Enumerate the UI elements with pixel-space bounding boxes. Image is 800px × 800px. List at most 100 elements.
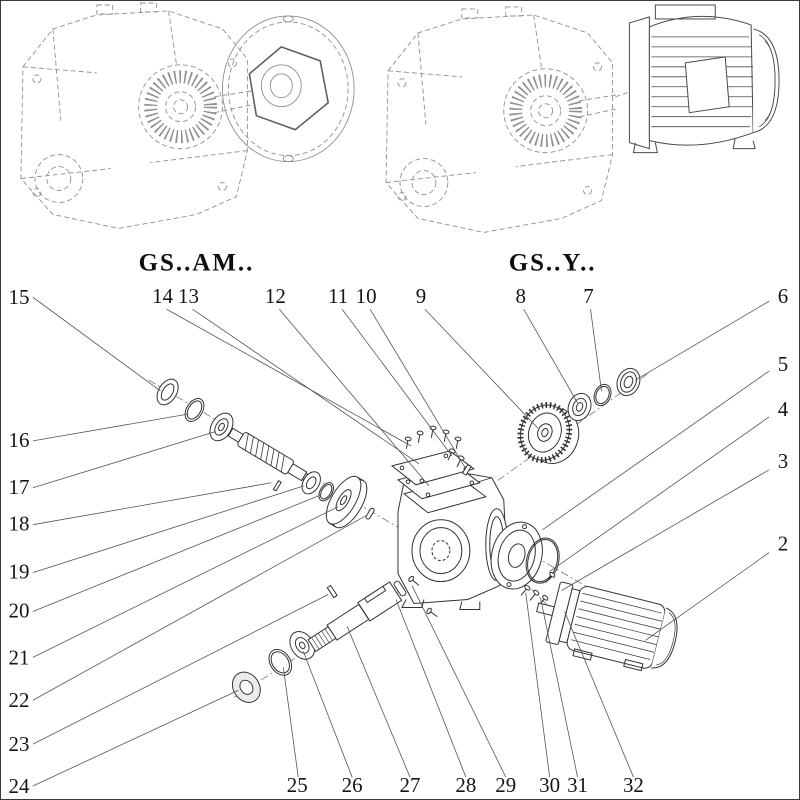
leader-line-32 (564, 611, 634, 778)
leader-line-4 (549, 416, 770, 572)
callout-number-30: 30 (539, 773, 560, 797)
cover-screw (402, 436, 412, 450)
model-view-gs-am (21, 3, 355, 228)
callout-number-23: 23 (8, 732, 29, 756)
leader-line-18 (32, 482, 272, 526)
callout-number-6: 6 (778, 284, 788, 308)
leader-line-21 (32, 506, 339, 658)
o-ring (525, 537, 560, 584)
callout-number-11: 11 (328, 284, 348, 308)
leader-line-27 (346, 626, 411, 778)
shim-ring (318, 482, 334, 502)
callout-number-31: 31 (567, 773, 588, 797)
callout-number-8: 8 (515, 284, 525, 308)
cover-plate-upper (390, 450, 475, 486)
housing-feet (401, 599, 481, 610)
motor-top-view (628, 4, 780, 154)
leader-line-13 (192, 308, 420, 465)
callout-number-4: 4 (778, 397, 789, 421)
leader-line-19 (32, 485, 305, 573)
callout-number-24: 24 (8, 774, 29, 798)
callout-number-5: 5 (778, 352, 788, 376)
output-cover (490, 521, 543, 590)
oil-plug (326, 584, 338, 599)
thrust-washer (231, 671, 261, 703)
leader-line-7 (590, 309, 602, 392)
retaining-ring-input (184, 398, 205, 422)
motor-mount-axis (497, 555, 556, 614)
output-flange-ghost (221, 15, 355, 163)
callout-number-16: 16 (8, 428, 29, 452)
leader-line-6 (635, 300, 770, 381)
leader-line-20 (32, 494, 322, 612)
callout-number-14: 14 (152, 284, 173, 308)
leader-line-28 (395, 599, 467, 778)
callout-number-13: 13 (178, 284, 199, 308)
callout-number-3: 3 (778, 449, 788, 473)
model-view-gs-y (386, 4, 780, 232)
callout-number-18: 18 (8, 512, 29, 536)
leader-line-11 (341, 308, 453, 457)
cover-screw (427, 425, 437, 439)
callout-number-7: 7 (583, 284, 593, 308)
motor-shaft (536, 602, 555, 617)
retaining-ring-output (268, 648, 293, 676)
motor-exploded (536, 581, 678, 672)
callout-number-2: 2 (778, 532, 788, 556)
bearing-output (289, 630, 316, 660)
callout-number-25: 25 (287, 773, 308, 797)
motor-terminal-box (654, 4, 716, 20)
leader-line-25 (282, 667, 299, 778)
leader-line-5 (542, 370, 770, 531)
leader-line-15 (32, 296, 161, 392)
cover-screw (452, 436, 462, 450)
worm-wheel (325, 475, 368, 529)
callout-number-27: 27 (400, 773, 421, 797)
callout-number-19: 19 (8, 560, 29, 584)
gear-axis-line (467, 373, 648, 503)
dowel-pin (272, 480, 282, 492)
leader-line-26 (302, 651, 353, 778)
vent-plug (461, 463, 472, 476)
oil-seal-gear (616, 367, 641, 397)
leader-line-29 (411, 585, 507, 778)
callout-number-32: 32 (623, 773, 644, 797)
gearbox-housing-ghost (386, 7, 617, 232)
model-label-gs-am: GS..AM.. (139, 249, 255, 276)
leader-line-17 (32, 431, 215, 489)
retaining-ring-gear (593, 383, 612, 407)
helical-gear (517, 402, 580, 464)
callout-number-21: 21 (8, 645, 29, 669)
leader-line-30 (525, 592, 551, 778)
motor-bolt (543, 570, 557, 585)
callout-number-10: 10 (356, 284, 377, 308)
leader-line-8 (523, 309, 578, 404)
leader-line-23 (32, 594, 329, 745)
bearing-input (209, 412, 234, 442)
callout-number-15: 15 (8, 285, 29, 309)
leader-line-16 (32, 413, 189, 442)
worm-shaft (227, 427, 316, 486)
bearing-gear (567, 392, 592, 422)
callout-number-26: 26 (342, 773, 363, 797)
callout-number-28: 28 (455, 773, 476, 797)
leader-line-14 (166, 308, 412, 447)
leader-line-12 (278, 308, 430, 487)
leader-line-2 (645, 552, 770, 641)
motor-nameplate (684, 56, 730, 114)
shaft-key-input (365, 507, 375, 520)
bearing-worm (301, 471, 321, 495)
callout-number-20: 20 (8, 598, 29, 622)
output-shaft (307, 581, 403, 653)
oil-seal-input (156, 378, 179, 406)
exploded-view (148, 367, 678, 703)
cover-screw (414, 430, 424, 444)
shaft-key-output (393, 580, 407, 597)
callout-number-17: 17 (8, 475, 29, 499)
callout-number-22: 22 (8, 688, 29, 712)
leader-line-10 (369, 309, 467, 470)
callout-number-12: 12 (265, 284, 286, 308)
cover-assembly (390, 425, 487, 514)
